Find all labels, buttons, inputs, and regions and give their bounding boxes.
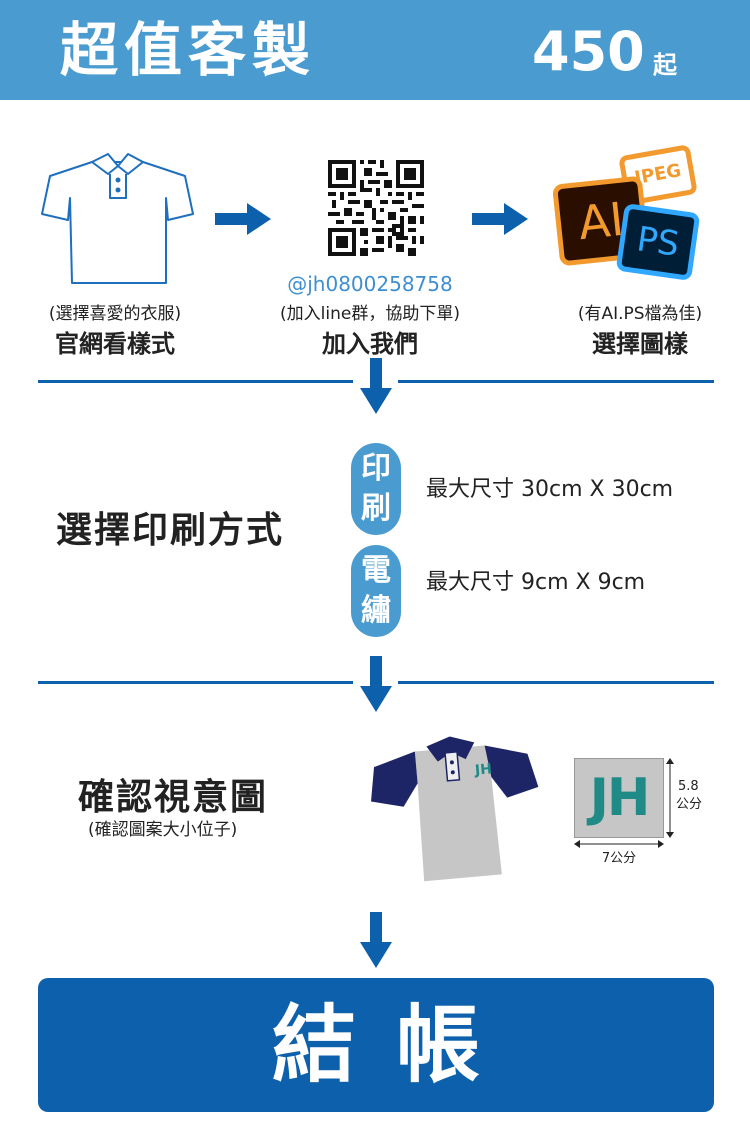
width-label: 7公分 bbox=[601, 851, 637, 866]
arrow-down-icon bbox=[360, 656, 392, 712]
divider bbox=[38, 380, 353, 383]
header-banner: 超值客製 450 起 bbox=[0, 0, 750, 100]
height-unit: 公分 bbox=[676, 797, 703, 812]
banner-price: 450 bbox=[532, 20, 645, 83]
method-spec-embroidery: 最大尺寸 9cm X 9cm bbox=[426, 570, 646, 595]
height-value: 5.8 bbox=[678, 779, 699, 794]
step2-main[interactable]: 加入我們 bbox=[322, 330, 418, 358]
logo-preview: JH bbox=[589, 768, 651, 828]
step1-main[interactable]: 官網看樣式 bbox=[55, 330, 175, 358]
print-heading: 選擇印刷方式 bbox=[56, 510, 285, 551]
ps-label: PS bbox=[634, 219, 682, 265]
arrow-right-icon bbox=[472, 203, 528, 235]
banner-title: 超值客製 bbox=[60, 16, 317, 84]
arrow-down-icon bbox=[360, 358, 392, 414]
shirt-logo: JH bbox=[474, 761, 493, 779]
width-dimension-icon bbox=[574, 840, 664, 848]
confirm-heading: 確認視意圖 bbox=[78, 777, 269, 818]
banner-price-suffix: 起 bbox=[653, 51, 677, 79]
polo-shirt-icon bbox=[41, 153, 194, 284]
divider bbox=[398, 380, 714, 383]
checkout-button[interactable]: 結帳 bbox=[38, 978, 714, 1112]
qr-code-icon[interactable] bbox=[328, 160, 424, 256]
logo-preview-box: JH bbox=[574, 758, 664, 838]
step3-sub: (有AI.PS檔為佳) bbox=[577, 304, 703, 324]
method-spec-print: 最大尺寸 30cm X 30cm bbox=[426, 477, 674, 502]
line-handle[interactable]: @jh0800258758 bbox=[287, 272, 453, 296]
confirm-sub: (確認圖案大小位子) bbox=[88, 820, 238, 840]
divider bbox=[38, 681, 353, 684]
arrow-down-icon bbox=[360, 912, 392, 968]
method-pill-print[interactable]: 印刷 bbox=[351, 443, 401, 535]
step3-main[interactable]: 選擇圖樣 bbox=[592, 330, 688, 358]
photoshop-file-icon: PS bbox=[615, 203, 701, 281]
step2-sub: (加入line群，協助下單) bbox=[280, 304, 460, 324]
checkout-label: 結帳 bbox=[271, 996, 520, 1094]
height-dimension-icon bbox=[666, 758, 674, 838]
step1-sub: (選擇喜愛的衣服) bbox=[48, 304, 182, 324]
arrow-right-icon bbox=[215, 203, 271, 235]
shirt-mockup-icon bbox=[371, 736, 539, 882]
method-pill-embroidery[interactable]: 電繡 bbox=[351, 545, 401, 637]
divider bbox=[398, 681, 714, 684]
